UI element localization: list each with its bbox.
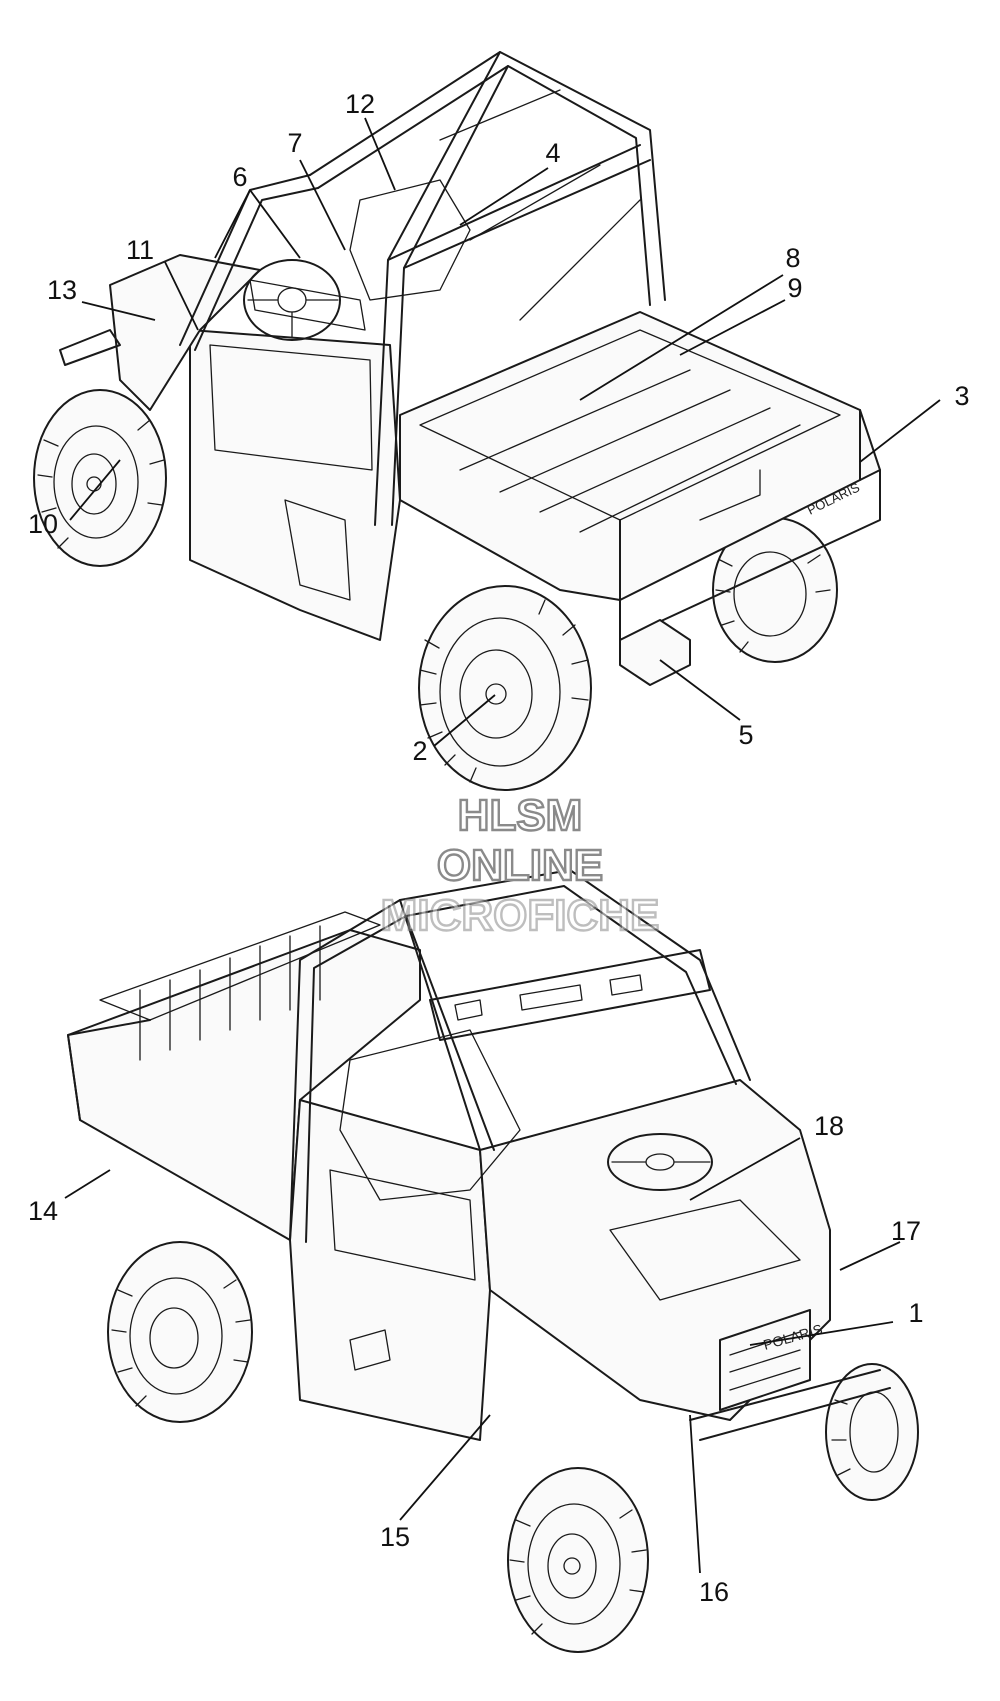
callout-3: 3 xyxy=(954,381,969,411)
callout-4: 4 xyxy=(545,138,560,168)
watermark-line-2: ONLINE xyxy=(437,841,603,890)
vehicle-front-view: POLARIS xyxy=(67,869,919,1653)
callout-2: 2 xyxy=(412,736,427,766)
callout-14: 14 xyxy=(28,1196,58,1226)
callout-18: 18 xyxy=(814,1111,844,1141)
cab-body-bottom xyxy=(289,1099,491,1441)
wheel-rear-right-top xyxy=(418,585,592,791)
callout-9: 9 xyxy=(787,273,802,303)
callout-1: 1 xyxy=(908,1298,923,1328)
steering-wheel-top xyxy=(243,259,341,341)
cab-body-top xyxy=(59,254,401,641)
hood-front: POLARIS xyxy=(479,1079,891,1441)
watermark-line-1: HLSM xyxy=(458,791,583,840)
wheel-front-left-bottom xyxy=(507,1467,649,1653)
wheel-rear-left-bottom xyxy=(107,1241,253,1423)
callout-11: 11 xyxy=(126,235,154,265)
callout-8: 8 xyxy=(785,243,800,273)
cargo-box-bottom xyxy=(67,911,421,1241)
roll-cage-bottom xyxy=(289,869,751,1243)
seat-top xyxy=(349,179,471,301)
callout-6: 6 xyxy=(232,162,247,192)
wheel-front-left-top xyxy=(33,389,167,567)
callout-5: 5 xyxy=(738,720,753,750)
roll-cage-top xyxy=(179,51,666,526)
vehicle-rear-view: POLARIS xyxy=(33,51,881,791)
callout-13: 13 xyxy=(47,275,77,305)
watermark-line-3: MICROFICHE xyxy=(381,891,660,940)
callout-10: 10 xyxy=(28,509,58,539)
steering-wheel-bottom xyxy=(607,1133,713,1191)
callout-numbers: 12 4 7 6 11 13 8 9 3 10 2 5 18 14 17 1 1… xyxy=(28,89,970,1607)
callout-12: 12 xyxy=(345,89,375,119)
callout-17: 17 xyxy=(891,1216,921,1246)
callout-15: 15 xyxy=(380,1522,410,1552)
leader-lines xyxy=(64,117,941,1574)
callout-7: 7 xyxy=(287,128,302,158)
callout-16: 16 xyxy=(699,1577,729,1607)
watermark: HLSM ONLINE MICROFICHE xyxy=(379,790,660,941)
wheel-front-right-bottom xyxy=(825,1363,919,1501)
seat-bottom xyxy=(339,1029,521,1201)
